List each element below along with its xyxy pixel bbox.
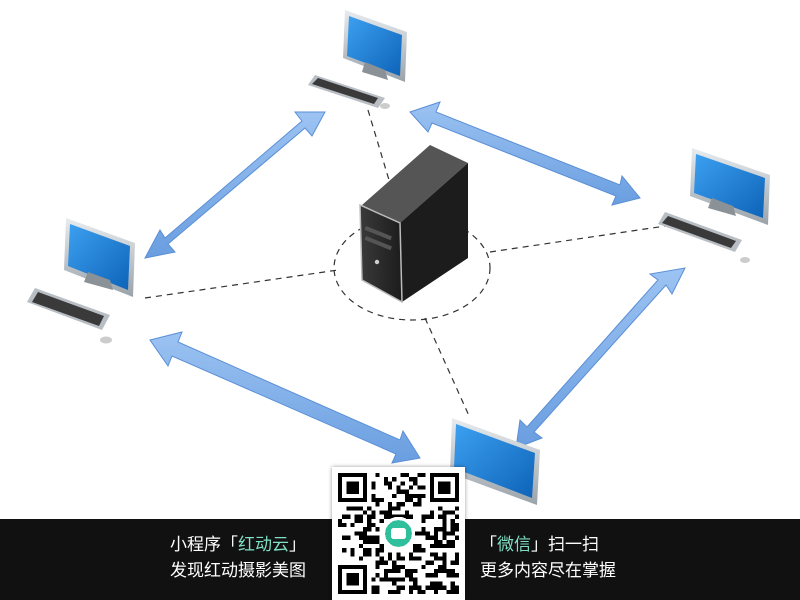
power-led-icon — [374, 259, 380, 265]
footer-right-line2: 更多内容尽在掌握 — [480, 561, 616, 581]
footer-left-suffix: 」 — [289, 535, 306, 555]
computer-left — [27, 218, 135, 344]
qr-code[interactable] — [332, 467, 465, 600]
computer-bottom — [450, 418, 540, 505]
qr-center-glyph — [390, 528, 407, 539]
double-arrow-top-left — [144, 111, 326, 259]
footer-left-accent: 红动云 — [238, 535, 289, 555]
link-right — [489, 224, 673, 253]
link-bottom — [424, 317, 471, 419]
server-tower — [359, 145, 468, 304]
arrows — [144, 101, 686, 464]
qr-code-image — [338, 473, 459, 594]
footer-right-line1: 「微信」扫一扫 — [480, 534, 599, 556]
double-arrow-bottom-right — [515, 267, 686, 449]
footer-left-line2: 发现红动摄影美图 — [170, 561, 306, 581]
double-arrow-top-right — [409, 101, 641, 206]
footer-right-accent: 微信 — [497, 535, 531, 555]
footer-right-prefix: 「 — [480, 535, 497, 555]
computer-right — [658, 148, 770, 263]
double-arrow-bottom-left — [149, 331, 421, 464]
footer-left-prefix: 小程序「 — [170, 535, 238, 555]
computer-top — [308, 10, 407, 109]
link-left — [144, 269, 339, 299]
footer-left-line1: 小程序「红动云」 — [170, 534, 306, 556]
footer-right-suffix: 」扫一扫 — [531, 535, 599, 555]
